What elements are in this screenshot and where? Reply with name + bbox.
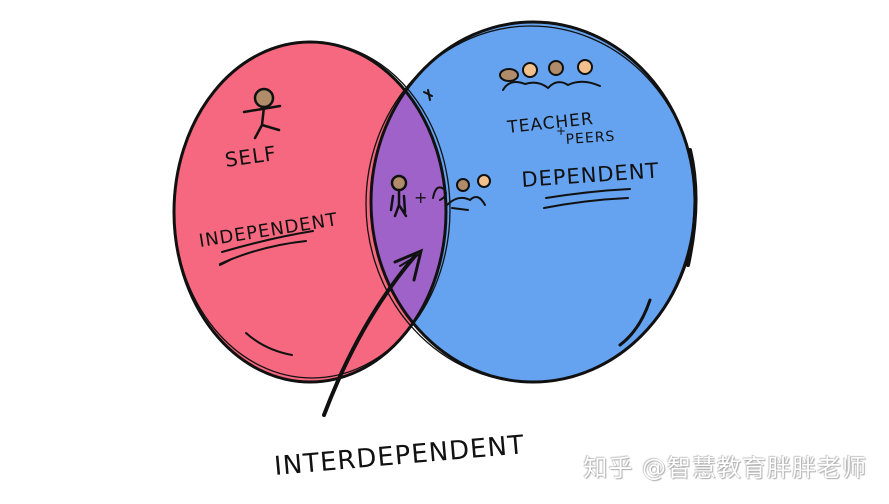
right-circle-title-line2: PEERS (565, 129, 616, 148)
overlap-plus: + (414, 188, 428, 207)
group-of-people-icon (499, 59, 601, 91)
callout-label: INTERDEPENDENT (273, 430, 526, 482)
arrow-icon (322, 248, 424, 417)
overlap-group-icon (432, 174, 491, 211)
overlap-stick-figure-icon (389, 174, 408, 218)
right-circle-title-plus: + (556, 124, 567, 138)
left-circle (174, 42, 446, 382)
stick-figure-icon (242, 87, 282, 140)
right-circle (371, 22, 695, 382)
circle-outlines (172, 20, 698, 384)
right-label-underline (543, 188, 631, 209)
watermark: 知乎 @智慧教育胖胖老师 (583, 454, 867, 482)
left-label-underline (219, 230, 314, 265)
